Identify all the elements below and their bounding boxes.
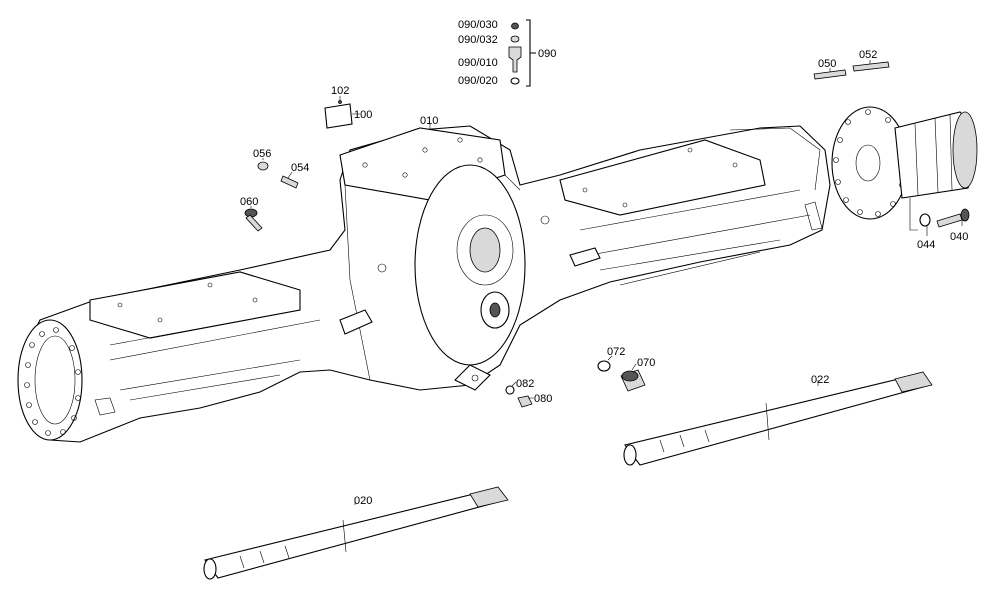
label-010: 010 xyxy=(420,115,438,127)
pins-050-052 xyxy=(813,61,890,80)
label-050: 050 xyxy=(818,58,836,70)
half-shaft-020 xyxy=(203,486,509,580)
bolt-060 xyxy=(244,208,263,232)
label-100: 100 xyxy=(354,109,372,121)
half-shaft-022 xyxy=(623,371,933,466)
plug-070-ring-072 xyxy=(597,360,646,392)
part-labels: 090/030 090/032 090 090/010 090/020 102 … xyxy=(240,19,968,507)
plug-080-ring-082 xyxy=(505,385,533,408)
label-020: 020 xyxy=(354,495,372,507)
label-090-010: 090/010 xyxy=(458,57,498,69)
nut-056 xyxy=(257,161,269,171)
label-044: 044 xyxy=(917,239,935,251)
label-040: 040 xyxy=(950,231,968,243)
label-090-020: 090/020 xyxy=(458,75,498,87)
wheel-hub-assembly xyxy=(831,106,978,220)
label-052: 052 xyxy=(859,49,877,61)
leader-lines xyxy=(250,60,963,505)
stud-054 xyxy=(280,175,299,189)
label-090-030: 090/030 xyxy=(458,19,498,31)
label-054: 054 xyxy=(291,162,309,174)
axle-housing xyxy=(17,125,831,443)
label-090-032: 090/032 xyxy=(458,34,498,46)
label-080: 080 xyxy=(534,393,552,405)
label-056: 056 xyxy=(253,148,271,160)
flange-bolt-holes-left xyxy=(24,327,81,436)
label-022: 022 xyxy=(811,374,829,386)
label-102: 102 xyxy=(331,85,349,97)
label-082: 082 xyxy=(516,378,534,390)
label-072: 072 xyxy=(607,346,625,358)
label-070: 070 xyxy=(637,357,655,369)
plate-100 xyxy=(324,100,353,129)
washer-044-bolt-040 xyxy=(909,198,970,231)
label-060: 060 xyxy=(240,196,258,208)
label-090: 090 xyxy=(538,48,556,60)
sensor-090-group xyxy=(508,19,536,87)
